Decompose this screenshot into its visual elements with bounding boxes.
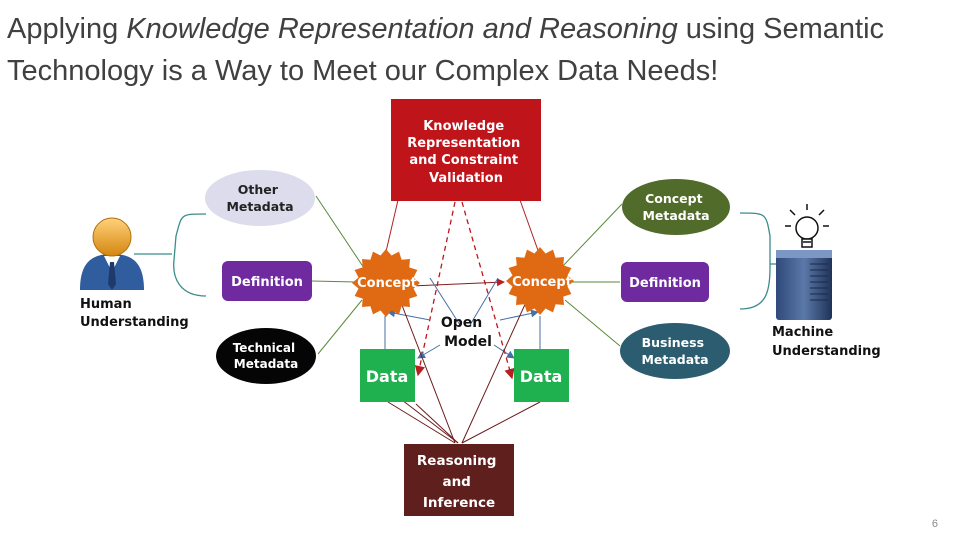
title-emphasis: Knowledge Representation and Reasoning — [126, 13, 678, 45]
human-line-1: Human — [80, 297, 132, 312]
svg-text:Concept Metadata: Concept Metadata — [642, 191, 709, 223]
reasoning-line-3: Inference — [423, 495, 495, 511]
technical-metadata-item: Technical Metadata — [216, 328, 316, 384]
concept-right-badge: Concept — [506, 247, 574, 315]
reasoning-line-1: Reasoning — [417, 453, 496, 469]
machine-understanding-label: Machine Understanding — [772, 325, 881, 359]
concept-metadata-line-2: Metadata — [642, 208, 709, 223]
knowledge-line-4: Validation — [429, 171, 503, 186]
title-prefix: Applying — [7, 13, 127, 45]
svg-text:Knowledge Representation: Knowledge Representation and Constraint … — [407, 119, 525, 186]
data-left-label: Data — [366, 367, 409, 386]
reasoning-inference-box: Reasoning and Inference — [404, 444, 514, 516]
other-metadata-line-1: Other — [238, 182, 279, 197]
concept-left-badge: Concept — [352, 249, 420, 317]
svg-text:Technical Metadata: Technical Metadata — [233, 341, 300, 371]
concept-metadata-item: Concept Metadata — [622, 179, 730, 235]
connectors — [134, 195, 784, 444]
concept-right-label: Concept — [512, 275, 572, 290]
business-metadata-line-2: Metadata — [641, 352, 708, 367]
concept-left-label: Concept — [357, 276, 417, 291]
machine-line-2: Understanding — [772, 344, 881, 359]
reasoning-line-2: and — [442, 474, 470, 490]
concept-metadata-line-1: Concept — [645, 191, 702, 206]
title-suffix: using Semantic Technology is a Way to Me… — [7, 13, 885, 87]
open-model-line-2: Model — [444, 334, 492, 350]
slide-title: Applying Knowledge Representation and Re… — [7, 8, 957, 92]
slide-number: 6 — [931, 518, 938, 530]
human-line-2: Understanding — [80, 315, 189, 330]
knowledge-line-1: Knowledge — [423, 119, 504, 134]
knowledge-line-3: and Constraint — [409, 153, 518, 168]
definition-left-label: Definition — [231, 275, 303, 290]
machine-line-1: Machine — [772, 325, 833, 340]
open-model-line-1: Open — [441, 315, 482, 331]
technical-metadata-line-1: Technical — [233, 341, 295, 355]
data-right-label: Data — [520, 367, 563, 386]
technical-metadata-line-2: Metadata — [234, 357, 298, 371]
other-metadata-item: Other Metadata — [205, 170, 315, 226]
business-metadata-line-1: Business — [642, 335, 704, 350]
business-metadata-item: Business Metadata — [620, 323, 730, 379]
svg-text:Reasoning and Infe: Reasoning and Inference — [417, 453, 501, 511]
definition-left-item: Definition — [222, 261, 312, 301]
knowledge-representation-box: Knowledge Representation and Constraint … — [391, 99, 541, 201]
other-metadata-line-2: Metadata — [226, 199, 293, 214]
lightbulb-icon — [785, 204, 829, 248]
svg-text:Other Metadata: Other Metadata — [226, 182, 293, 214]
human-understanding-label: Human Understanding — [80, 297, 189, 330]
svg-text:Business Metadata: Business Metadata — [641, 335, 708, 367]
knowledge-line-2: Representation — [407, 136, 520, 151]
data-left-box: Data — [360, 349, 415, 402]
server-icon — [776, 250, 832, 320]
definition-right-label: Definition — [629, 276, 701, 291]
open-model-label: Open Model — [441, 315, 492, 350]
definition-right-item: Definition — [621, 262, 709, 302]
person-icon — [80, 217, 144, 290]
data-right-box: Data — [514, 349, 569, 402]
